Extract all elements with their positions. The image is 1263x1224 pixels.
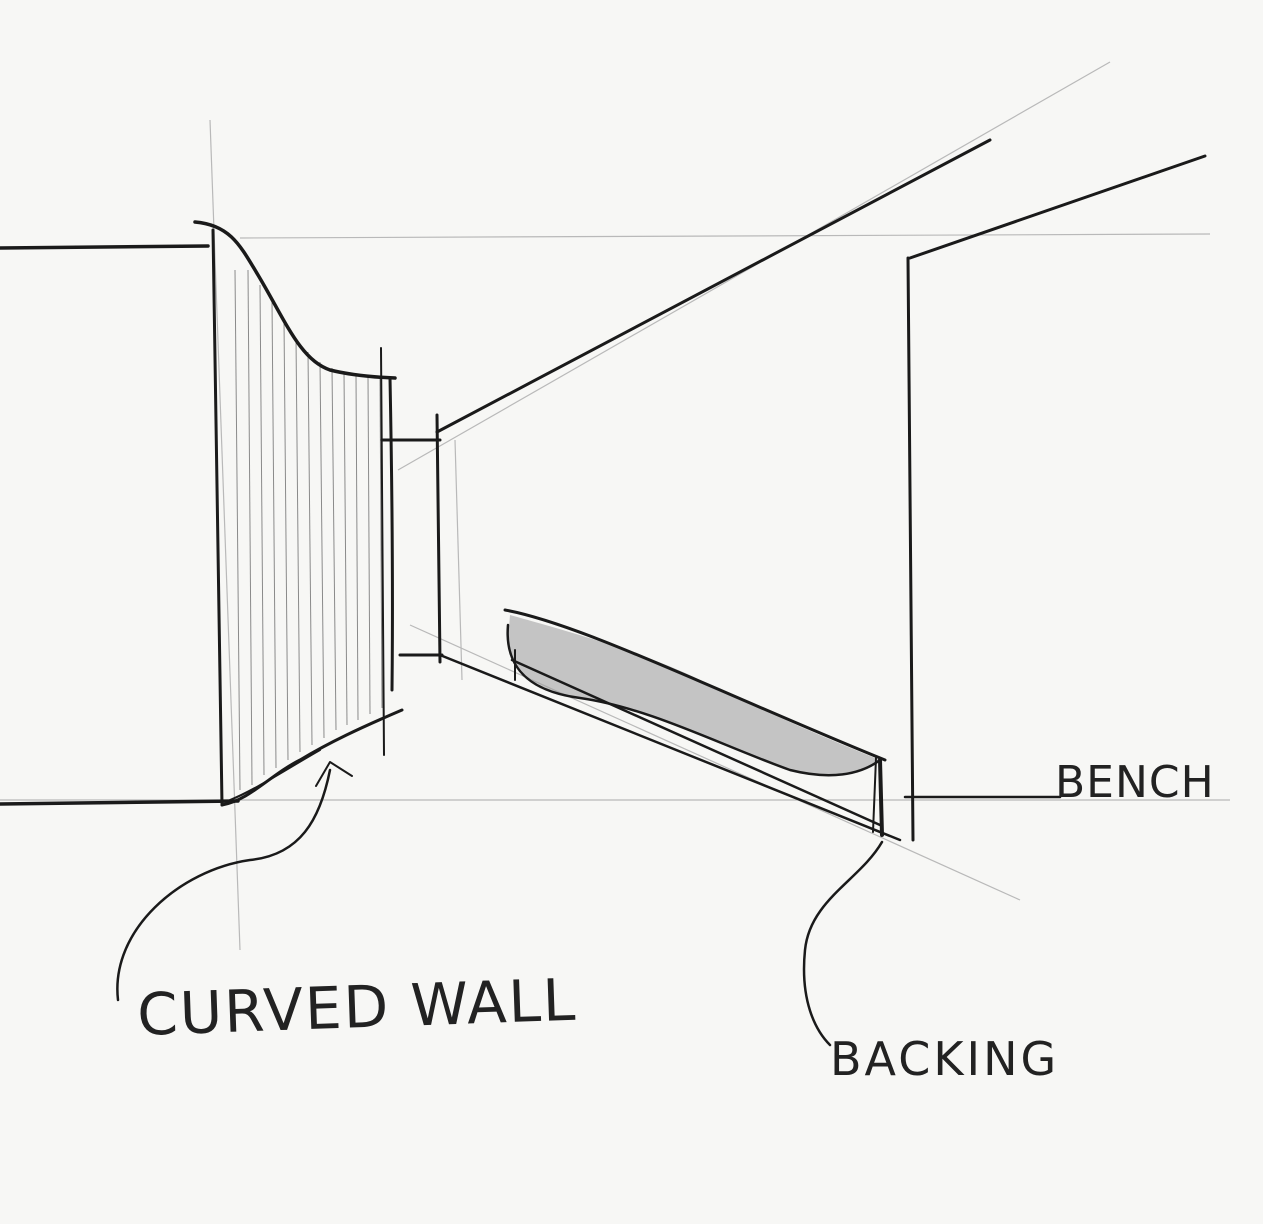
bench [503,608,887,837]
label-curved-wall: CURVED WALL [136,966,578,1049]
curved-wall-leader [116,768,332,1002]
curved-wall-shading [234,269,383,791]
ceiling-lines [435,138,1207,434]
construction-guides [0,61,1230,951]
leader-lines [116,761,1062,1047]
right-wall [438,256,915,842]
doorway [380,413,444,664]
curved-wall [193,220,404,807]
left-wall [0,228,240,807]
label-backing: BACKING [830,1032,1059,1086]
label-bench: BENCH [1055,757,1215,808]
curved-wall-leader-arrowhead [315,761,353,787]
backing-leader [802,840,884,1047]
bench-seat-shading [508,615,880,775]
